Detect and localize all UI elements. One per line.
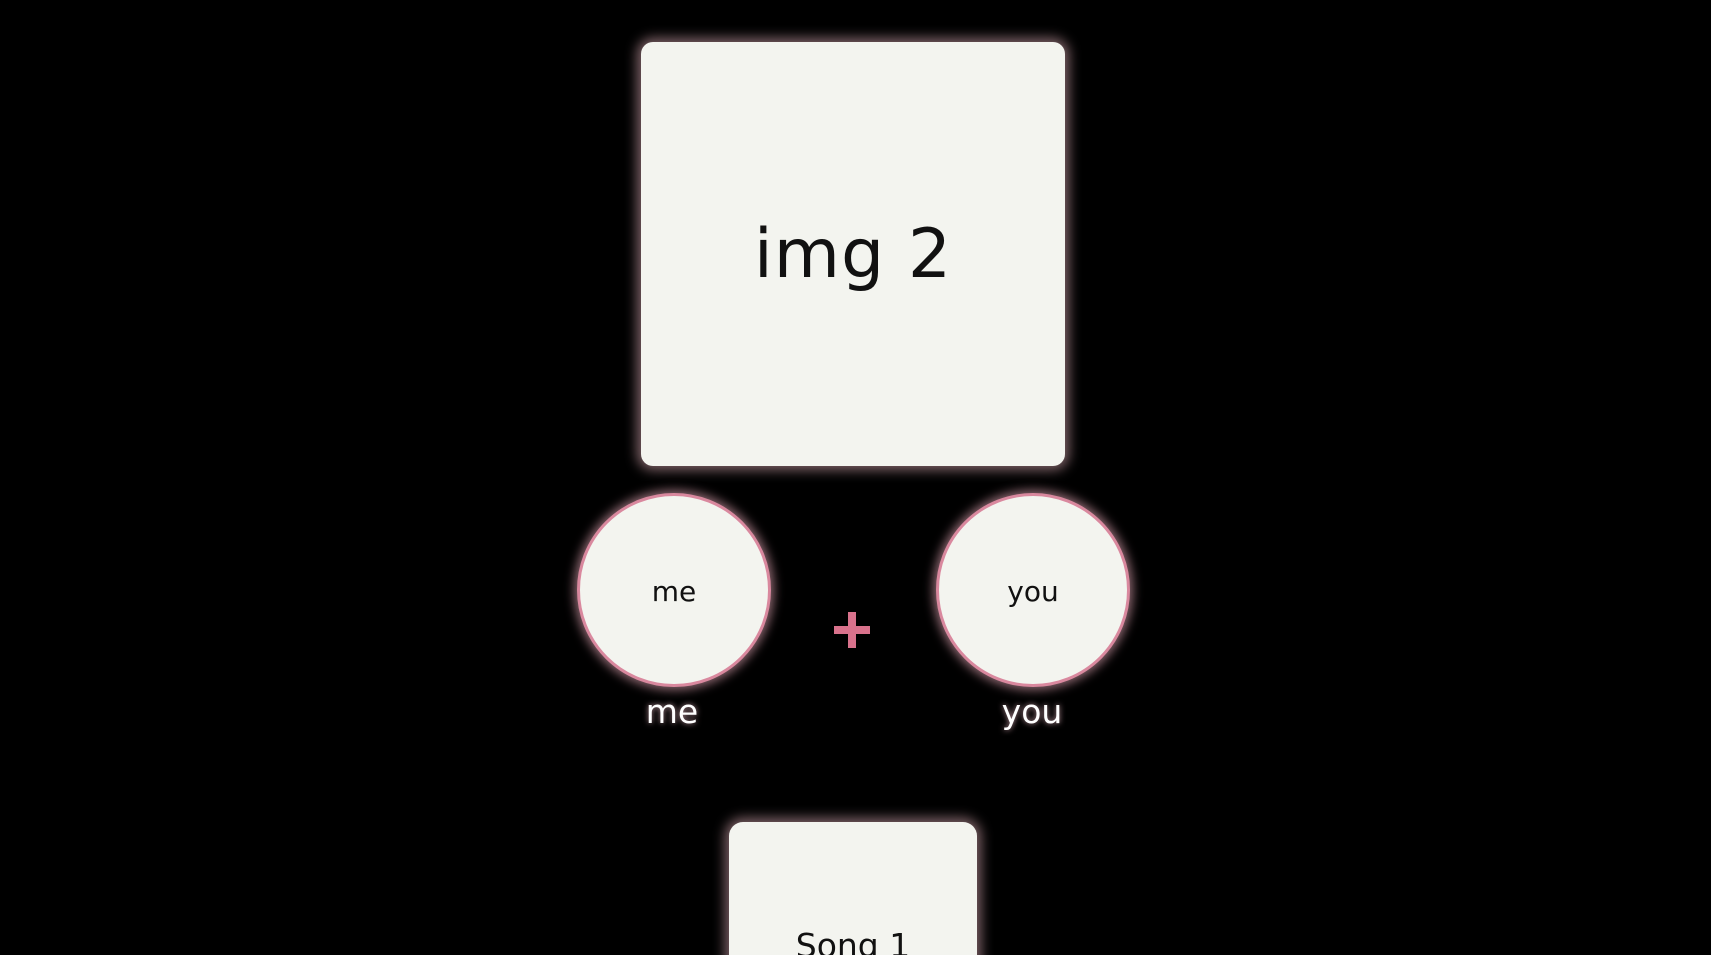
- plus-icon: [834, 612, 870, 648]
- song-label: Song 1: [795, 926, 911, 955]
- main-image-label: img 2: [753, 214, 953, 294]
- song-card[interactable]: Song 1: [729, 822, 977, 955]
- avatar-you-text: you: [1007, 574, 1059, 608]
- avatar-you[interactable]: you: [936, 493, 1130, 687]
- caption-you: you: [1001, 692, 1063, 731]
- avatar-me[interactable]: me: [577, 493, 771, 687]
- avatar-me-text: me: [651, 574, 697, 608]
- main-image-card[interactable]: img 2: [641, 42, 1065, 466]
- caption-me: me: [645, 692, 699, 731]
